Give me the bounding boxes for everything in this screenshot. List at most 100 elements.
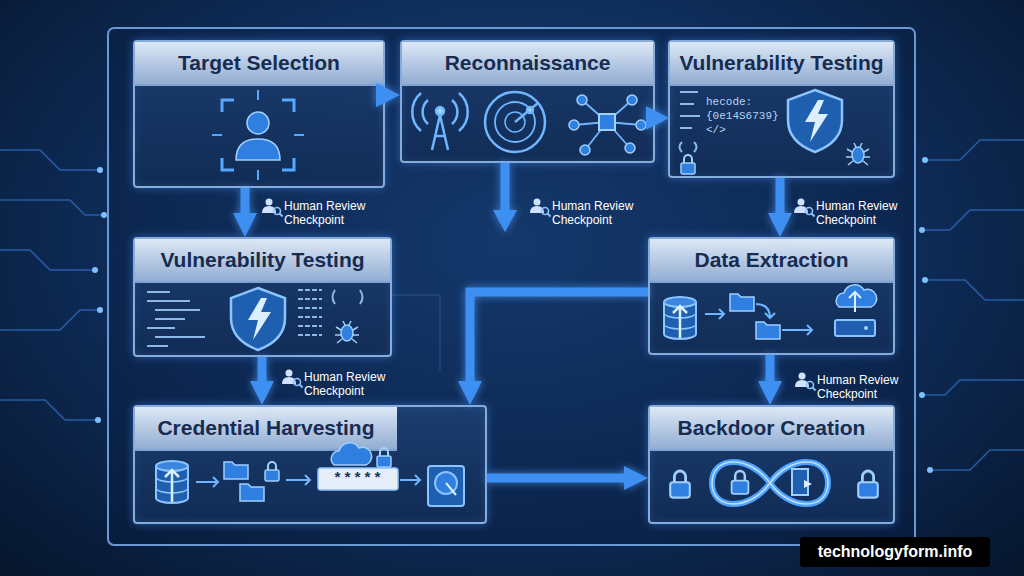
flow-arrow — [487, 474, 634, 483]
credential-icons — [446, 483, 456, 495]
circuit-dots — [922, 277, 928, 283]
data-extraction-icons — [705, 304, 812, 335]
vulnerability-icons-left — [147, 288, 363, 350]
reconnaissance-icons — [527, 107, 533, 113]
review-icons — [262, 199, 816, 391]
vulnerability-icons-left — [333, 290, 363, 304]
credential-icons — [377, 448, 391, 467]
flow-arrow — [385, 91, 386, 100]
target-icon — [212, 90, 304, 180]
circuit-lines — [0, 200, 104, 215]
credential-icons — [428, 466, 464, 506]
flow-arrow — [258, 357, 267, 391]
circuit-lines — [925, 280, 1024, 300]
circuit-dots — [927, 467, 933, 473]
reconnaissance-icons — [412, 92, 646, 155]
process-box: Vulnerability Testing — [668, 40, 895, 178]
process-box: Target Selection — [133, 40, 385, 188]
backdoor-icons — [732, 471, 749, 494]
credential-icons — [435, 472, 457, 494]
watermark: technologyform.info — [800, 537, 990, 567]
box-heading: Credential Harvesting — [135, 407, 397, 451]
reconnaissance-icons — [577, 95, 587, 105]
circuit-dots — [95, 417, 101, 423]
process-box: Vulnerability Testing — [133, 237, 392, 357]
process-box: Credential Harvesting — [133, 405, 487, 524]
data-extraction-icons — [849, 292, 861, 312]
dangling-arrow — [501, 163, 510, 212]
circuit-dots — [919, 227, 925, 233]
checkpoint-note: Human Review Checkpoint — [816, 199, 916, 229]
vulnerability-icons-left — [335, 321, 359, 343]
credential-icons — [156, 443, 464, 506]
reconnaissance-icons — [432, 115, 448, 150]
reconnaissance-icons — [485, 92, 545, 152]
circuit-dots — [97, 167, 103, 173]
reconnaissance-icons — [505, 112, 525, 132]
box-heading: Vulnerability Testing — [135, 239, 390, 283]
circuit-lines — [0, 310, 100, 330]
circuit-lines — [0, 140, 1024, 470]
flow-arrow — [766, 355, 775, 391]
circuit-lines — [922, 380, 1024, 395]
reconnaissance-icons — [436, 107, 444, 115]
box-heading: Backdoor Creation — [650, 407, 893, 451]
reconnaissance-icons — [412, 93, 468, 131]
reconnaissance-icons — [515, 103, 538, 122]
checkpoint-note: Human Review Checkpoint — [552, 199, 652, 229]
dangling-arrow — [493, 210, 517, 232]
review-icons — [794, 199, 815, 217]
target-icon — [236, 139, 280, 160]
data-extraction-icons — [664, 285, 877, 339]
data-extraction-icons — [835, 320, 875, 336]
circuit-dots — [92, 157, 933, 473]
circuit-dots — [101, 212, 107, 218]
vulnerability-icons-left — [147, 292, 205, 346]
data-extraction-icons — [730, 294, 754, 311]
credential-icons — [196, 475, 420, 487]
backdoor-icons — [670, 471, 690, 498]
flow-arrow — [651, 114, 661, 123]
circuit-dots — [92, 267, 98, 273]
vulnerability-icons-right — [680, 90, 871, 174]
data-extraction-icons — [756, 322, 780, 339]
reconnaissance-icons — [599, 114, 615, 130]
circuit-lines — [0, 250, 95, 270]
reconnaissance-icons — [627, 95, 637, 105]
target-icon — [247, 112, 269, 134]
target-icon — [222, 100, 294, 170]
vulnerability-icons-left — [147, 290, 363, 346]
process-box: Reconnaissance — [400, 40, 655, 163]
process-box: Backdoor Creation — [648, 405, 895, 524]
credential-icons — [224, 462, 248, 479]
box-heading: Target Selection — [135, 42, 383, 86]
circuit-lines — [925, 140, 1024, 160]
credential-icons — [318, 468, 398, 490]
credential-icons — [240, 484, 264, 501]
vulnerability-icons-right — [680, 92, 701, 152]
reconnaissance-icons — [625, 143, 635, 153]
faint-wire — [392, 295, 440, 370]
review-icons — [262, 199, 283, 217]
box-heading: Data Extraction — [650, 239, 893, 283]
backdoor-icons — [858, 471, 878, 498]
vulnerability-icons-right — [846, 143, 870, 165]
vulnerability-icons-right — [788, 90, 842, 152]
target-icon — [212, 90, 304, 180]
data-extraction-icons — [836, 285, 876, 307]
outer-frame — [108, 28, 915, 545]
circuit-lines — [0, 150, 100, 170]
reconnaissance-icons — [495, 102, 535, 142]
data-extraction-icons — [864, 326, 868, 330]
circuit-dots — [922, 157, 928, 163]
backdoor-icons — [712, 462, 828, 504]
circuit-lines — [922, 210, 1024, 230]
vulnerability-icons-right — [680, 92, 701, 152]
circuit-lines — [0, 400, 98, 420]
reconnaissance-icons — [569, 95, 646, 155]
credential-icons — [165, 470, 179, 502]
reconnaissance-icons — [636, 120, 646, 130]
credential-icons — [428, 466, 464, 506]
flow-arrow — [241, 188, 250, 223]
reconnaissance-icons — [574, 100, 641, 150]
